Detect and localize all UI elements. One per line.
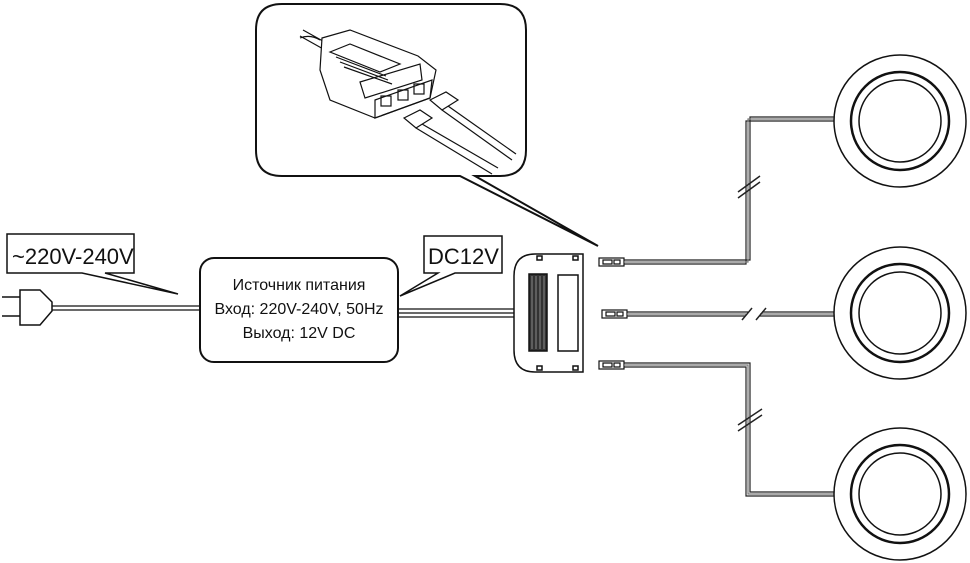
connector-detail-callout xyxy=(255,3,599,247)
connector-3-icon xyxy=(598,360,625,370)
splitter-illustration xyxy=(299,29,437,119)
power-supply-title: Источник питания xyxy=(233,277,366,294)
power-supply-output: Выход: 12V DC xyxy=(243,325,356,342)
plug-illustration xyxy=(402,91,517,175)
mains-cable xyxy=(52,305,200,311)
power-supply-input: Вход: 220V-240V, 50Hz xyxy=(214,301,383,318)
power-plug-icon xyxy=(2,289,53,326)
connector-2-icon xyxy=(601,309,628,319)
dc-voltage-label: DC12V xyxy=(428,244,499,269)
cable-lamp-1 xyxy=(624,116,835,265)
mains-voltage-label: ~220V-240V xyxy=(12,244,134,269)
dc-cable xyxy=(398,308,515,318)
mains-label-callout: ~220V-240V xyxy=(6,233,179,295)
power-supply-unit: Источник питания Вход: 220V-240V, 50Hz В… xyxy=(199,257,399,363)
cable-lamp-2 xyxy=(627,307,835,321)
connector-1-icon xyxy=(598,257,625,267)
lamp-3-icon xyxy=(833,427,967,561)
cable-lamp-3 xyxy=(624,362,835,497)
lamp-2-icon xyxy=(833,246,967,380)
splitter-box-icon xyxy=(513,253,584,373)
lamp-1-icon xyxy=(833,54,967,188)
dc-label-callout: DC12V xyxy=(399,235,503,297)
